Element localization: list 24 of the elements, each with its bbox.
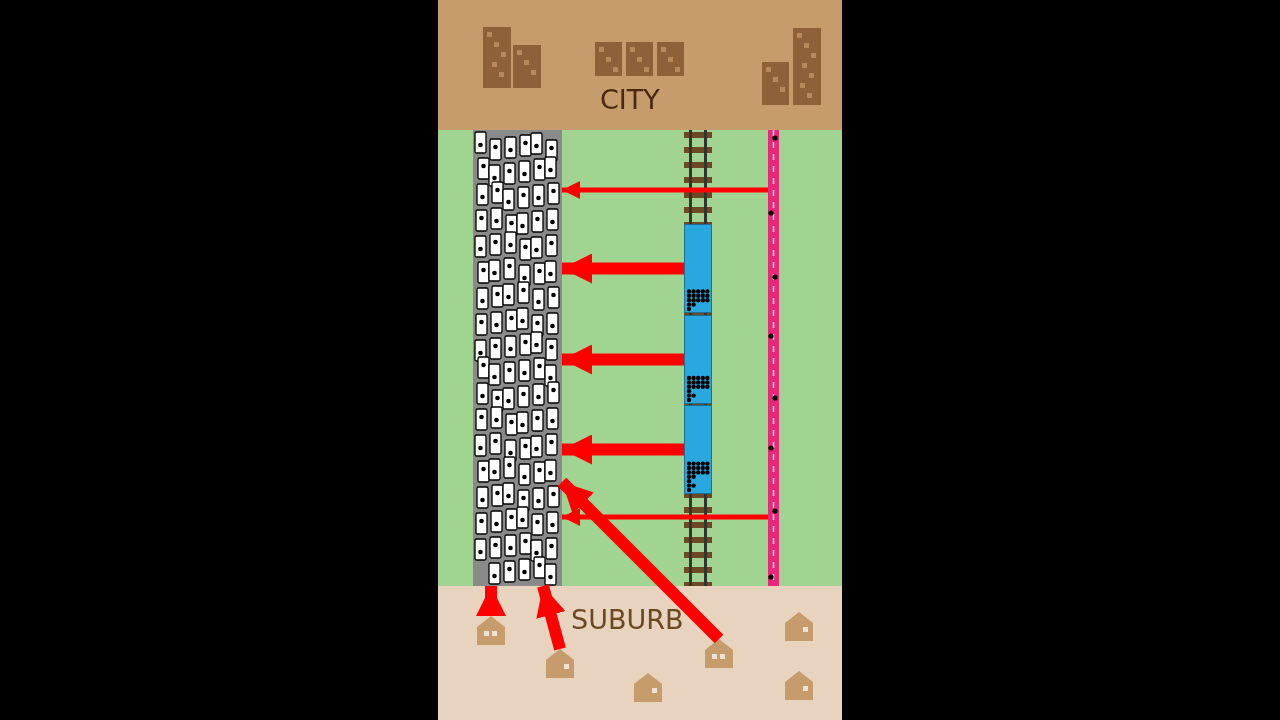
- arrow: [476, 586, 506, 616]
- arrow: [562, 181, 768, 199]
- arrow: [562, 434, 684, 465]
- train-car: [684, 405, 712, 494]
- railway-drawing: [684, 130, 712, 586]
- train-car: [684, 224, 712, 313]
- city-band: [438, 0, 842, 130]
- suburb-label: SUBURB: [571, 604, 684, 635]
- city-label: CITY: [600, 84, 660, 115]
- house-icon: [477, 616, 505, 645]
- house-icon: [634, 673, 662, 702]
- arrow: [562, 253, 684, 284]
- highway-drawing: [473, 130, 562, 586]
- arrow: [557, 477, 724, 644]
- house-icon: [705, 639, 733, 668]
- train-car: [684, 315, 712, 404]
- arrow: [536, 584, 566, 651]
- house-icon: [546, 649, 574, 678]
- arrow: [562, 344, 684, 375]
- house-icon: [785, 671, 813, 700]
- house-icon: [785, 612, 813, 641]
- arrow: [562, 508, 768, 526]
- suburb-band: [438, 586, 842, 720]
- bike-lane: [768, 130, 779, 586]
